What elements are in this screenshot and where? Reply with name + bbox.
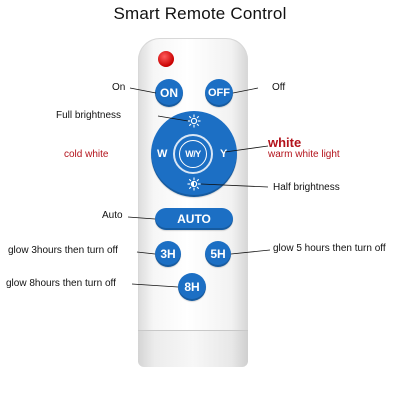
label-glow-3h: glow 3hours then turn off <box>8 245 118 256</box>
leader-line-half-brightness <box>200 183 269 188</box>
label-warm-white: warm white light <box>268 149 340 160</box>
label-full-brightness: Full brightness <box>56 110 122 121</box>
label-glow-5h: glow 5 hours then turn off <box>273 243 386 254</box>
leader-line-8h <box>131 283 179 288</box>
remote-battery-cover <box>138 330 248 367</box>
leader-line-3h <box>136 251 156 255</box>
leader-line-white <box>224 145 269 153</box>
label-white: white <box>268 135 302 150</box>
label-off: Off <box>272 82 286 93</box>
3h-timer-button[interactable]: 3H <box>155 241 181 267</box>
leader-line-full-brightness <box>157 115 189 122</box>
label-half-brightness: Half brightness <box>273 182 340 193</box>
white-button-label: W/Y <box>179 140 207 168</box>
label-cold-white: cold white <box>64 149 109 160</box>
5h-timer-button[interactable]: 5H <box>205 241 231 267</box>
auto-button[interactable]: AUTO <box>155 208 233 230</box>
led-indicator-icon <box>158 51 174 67</box>
warm-white-button[interactable]: Y <box>220 148 228 160</box>
on-button[interactable]: ON <box>155 79 183 107</box>
leader-line-5h <box>230 249 271 255</box>
leader-line-on <box>129 87 157 94</box>
8h-timer-button[interactable]: 8H <box>178 273 206 301</box>
page-title: Smart Remote Control <box>113 4 287 23</box>
leader-line-off <box>232 87 259 94</box>
cold-white-button[interactable]: W <box>157 148 168 160</box>
label-glow-8h: glow 8hours then turn off <box>6 278 116 289</box>
leader-line-auto <box>127 216 156 220</box>
label-on: On <box>112 82 126 93</box>
half-sun-icon[interactable] <box>187 177 201 191</box>
label-auto: Auto <box>102 210 123 221</box>
white-button[interactable]: W/Y <box>173 134 213 174</box>
sun-icon[interactable] <box>187 114 201 128</box>
off-button[interactable]: OFF <box>205 79 233 107</box>
